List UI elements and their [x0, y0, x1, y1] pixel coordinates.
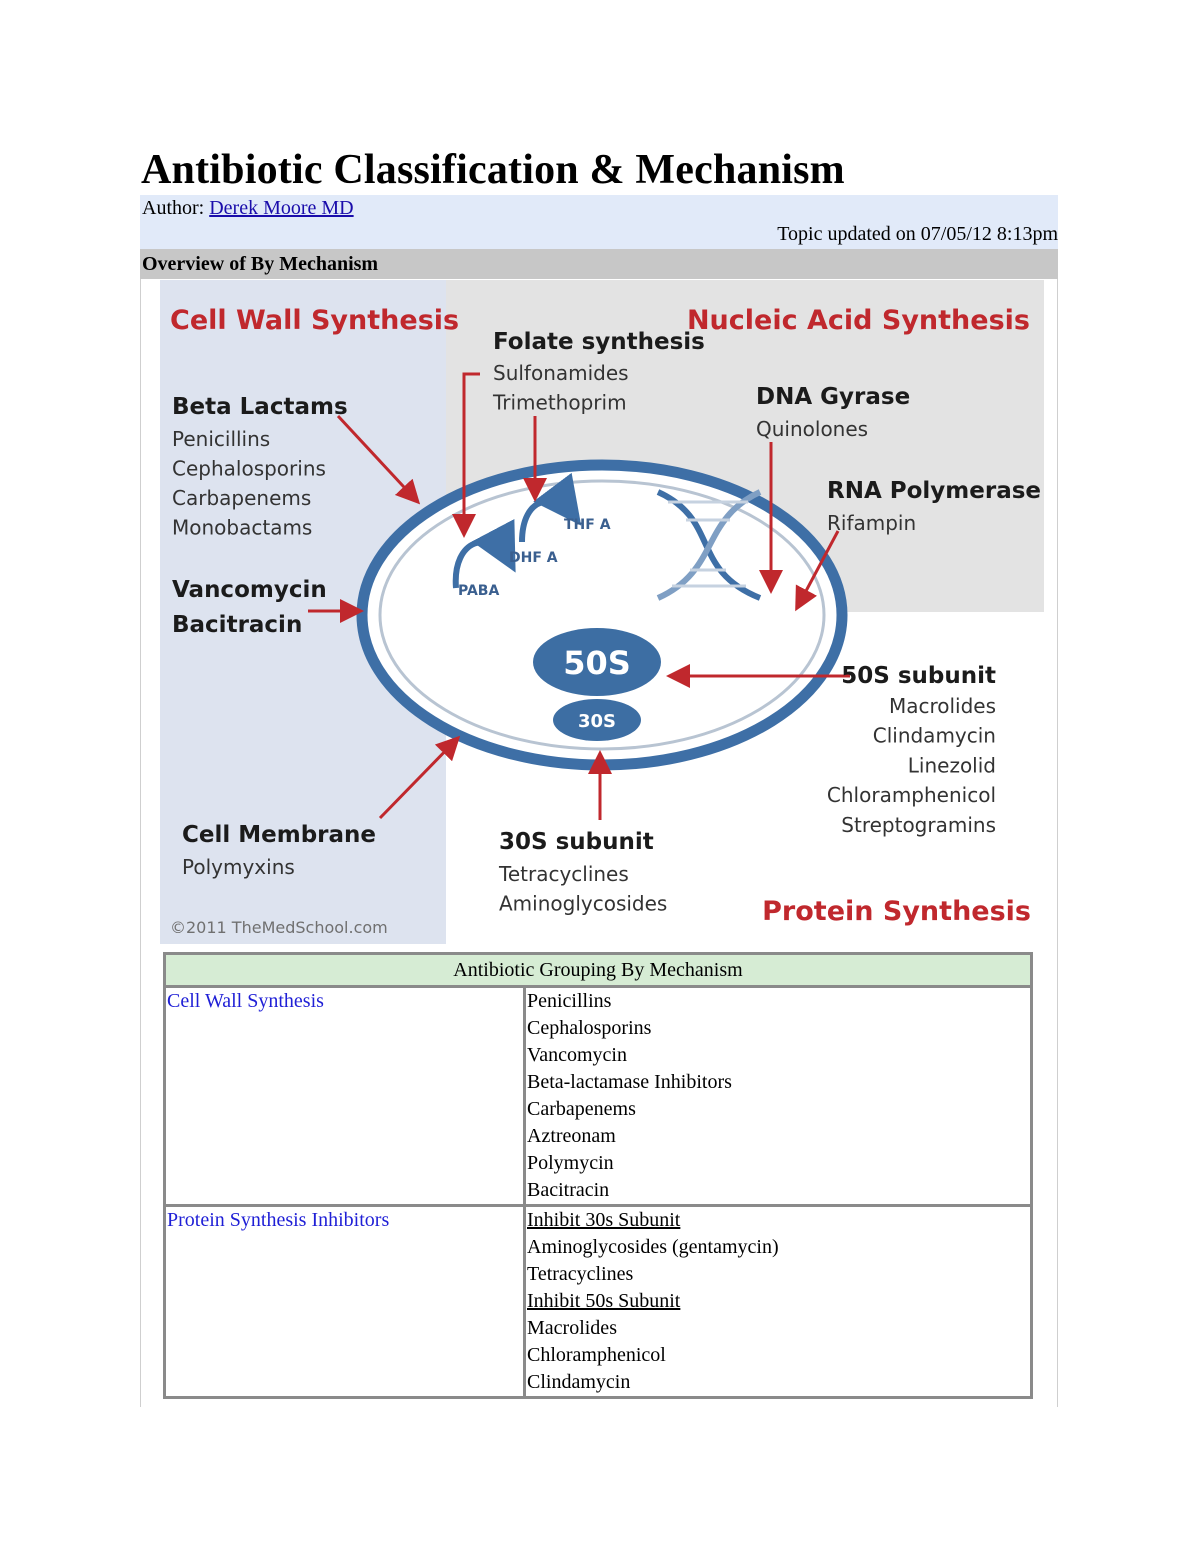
drug-item: Bacitracin	[527, 1179, 610, 1201]
rna-polymerase-heading: RNA Polymerase	[827, 478, 1041, 504]
beta-lactams-item: Penicillins	[172, 427, 270, 451]
ribosome-50s-shape	[533, 628, 661, 696]
beta-lactams-heading: Beta Lactams	[172, 394, 348, 420]
drug-item: Tetracyclines	[527, 1263, 634, 1285]
table-header-row: Antibiotic Grouping By Mechanism	[163, 952, 1033, 988]
beta-lactams-item: Cephalosporins	[172, 457, 326, 481]
section-header: Overview of By Mechanism	[140, 249, 1058, 279]
drug-item: Cephalosporins	[527, 1017, 652, 1039]
copyright: ©2011 TheMedSchool.com	[170, 918, 388, 937]
author-label: Author:	[142, 197, 205, 219]
ribosome-icon	[533, 628, 661, 741]
subunit50-item: Streptogramins	[841, 813, 996, 837]
protein-synthesis-title: Protein Synthesis	[762, 896, 1031, 927]
nucleic-acid-title: Nucleic Acid Synthesis	[687, 305, 1030, 336]
drug-item: Macrolides	[527, 1317, 617, 1339]
author-line: Author: Derek Moore MD	[142, 197, 354, 220]
drug-item: Aminoglycosides (gentamycin)	[527, 1236, 779, 1258]
ribosome-30s-label: 30S	[578, 711, 616, 732]
rna-polymerase-item: Rifampin	[827, 511, 916, 535]
frame-border-left	[140, 279, 141, 1407]
inhibition-arrows	[308, 372, 850, 820]
author-link[interactable]: Derek Moore MD	[209, 197, 354, 219]
article-meta: Author: Derek Moore MD Topic updated on …	[140, 195, 1058, 249]
beta-lactams-item: Carbapenems	[172, 486, 311, 510]
drug-item: Aztreonam	[527, 1125, 616, 1147]
subunit30-item: Tetracyclines	[498, 862, 629, 886]
cell-membrane-heading: Cell Membrane	[182, 822, 376, 848]
subunit50-heading: 50S subunit	[841, 663, 996, 689]
subgroup-heading: Inhibit 50s Subunit	[527, 1290, 681, 1312]
ribosome-30s-shape	[553, 699, 641, 741]
drug-item: Vancomycin	[527, 1044, 627, 1066]
category-link[interactable]: Cell Wall Synthesis	[167, 990, 324, 1012]
subunit50-item: Macrolides	[889, 694, 996, 718]
paba-label: PABA	[458, 583, 499, 599]
dna-gyrase-heading: DNA Gyrase	[756, 384, 910, 410]
category-link[interactable]: Protein Synthesis Inhibitors	[167, 1209, 390, 1231]
table-header: Antibiotic Grouping By Mechanism	[163, 952, 1033, 988]
section-heading: Overview of By Mechanism	[142, 253, 379, 275]
drug-item: Beta-lactamase Inhibitors	[527, 1071, 732, 1093]
arrow-rna-polymerase	[795, 530, 840, 612]
drug-item: Chloramphenicol	[527, 1344, 666, 1366]
frame-border-right	[1057, 279, 1058, 1407]
drug-item: Polymycin	[527, 1152, 614, 1174]
subgroup-heading: Inhibit 30s Subunit	[527, 1209, 681, 1231]
vancomycin-label: Vancomycin	[172, 577, 327, 603]
dna-gyrase-item: Quinolones	[756, 417, 868, 441]
dna-helix-icon	[656, 489, 762, 601]
subunit50-item: Clindamycin	[873, 724, 996, 748]
arrow-folate-paba	[452, 372, 480, 538]
drug-item: Clindamycin	[527, 1371, 631, 1393]
mechanism-diagram: Cell Wall Synthesis Nucleic Acid Synthesi…	[160, 280, 1044, 944]
grouping-table: Antibiotic Grouping By Mechanism Cell Wa…	[163, 952, 1033, 1399]
beta-lactams-item: Monobactams	[172, 516, 312, 540]
category-cell: Protein Synthesis Inhibitors	[163, 1204, 526, 1399]
subunit30-heading: 30S subunit	[499, 829, 654, 855]
subunit50-item: Linezolid	[908, 753, 996, 777]
folate-item: Trimethoprim	[492, 391, 627, 415]
cell-wall-title: Cell Wall Synthesis	[170, 305, 459, 336]
subunit30-item: Aminoglycosides	[499, 892, 667, 916]
category-cell: Cell Wall Synthesis	[163, 985, 526, 1207]
table-row: Protein Synthesis Inhibitors Inhibit 30s …	[163, 1204, 1033, 1399]
cell-membrane-item: Polymyxins	[182, 855, 295, 879]
page-title: Antibiotic Classification & Mechanism	[141, 147, 845, 193]
ribosome-50s-label: 50S	[563, 644, 631, 682]
updated-timestamp: Topic updated on 07/05/12 8:13pm	[777, 223, 1058, 245]
folate-heading: Folate synthesis	[493, 329, 705, 355]
thf-label: THF A	[564, 517, 611, 533]
folate-pathway-arrows	[452, 472, 582, 589]
arrow-beta-lactams	[336, 414, 421, 505]
subunit50-item: Chloramphenicol	[827, 783, 996, 807]
drug-item: Carbapenems	[527, 1098, 636, 1120]
arrow-cell-membrane	[378, 735, 461, 820]
dhf-label: DHF A	[509, 550, 558, 566]
folate-item: Sulfonamides	[493, 361, 629, 385]
drug-item: Penicillins	[527, 990, 612, 1012]
bacitracin-label: Bacitracin	[172, 612, 302, 638]
